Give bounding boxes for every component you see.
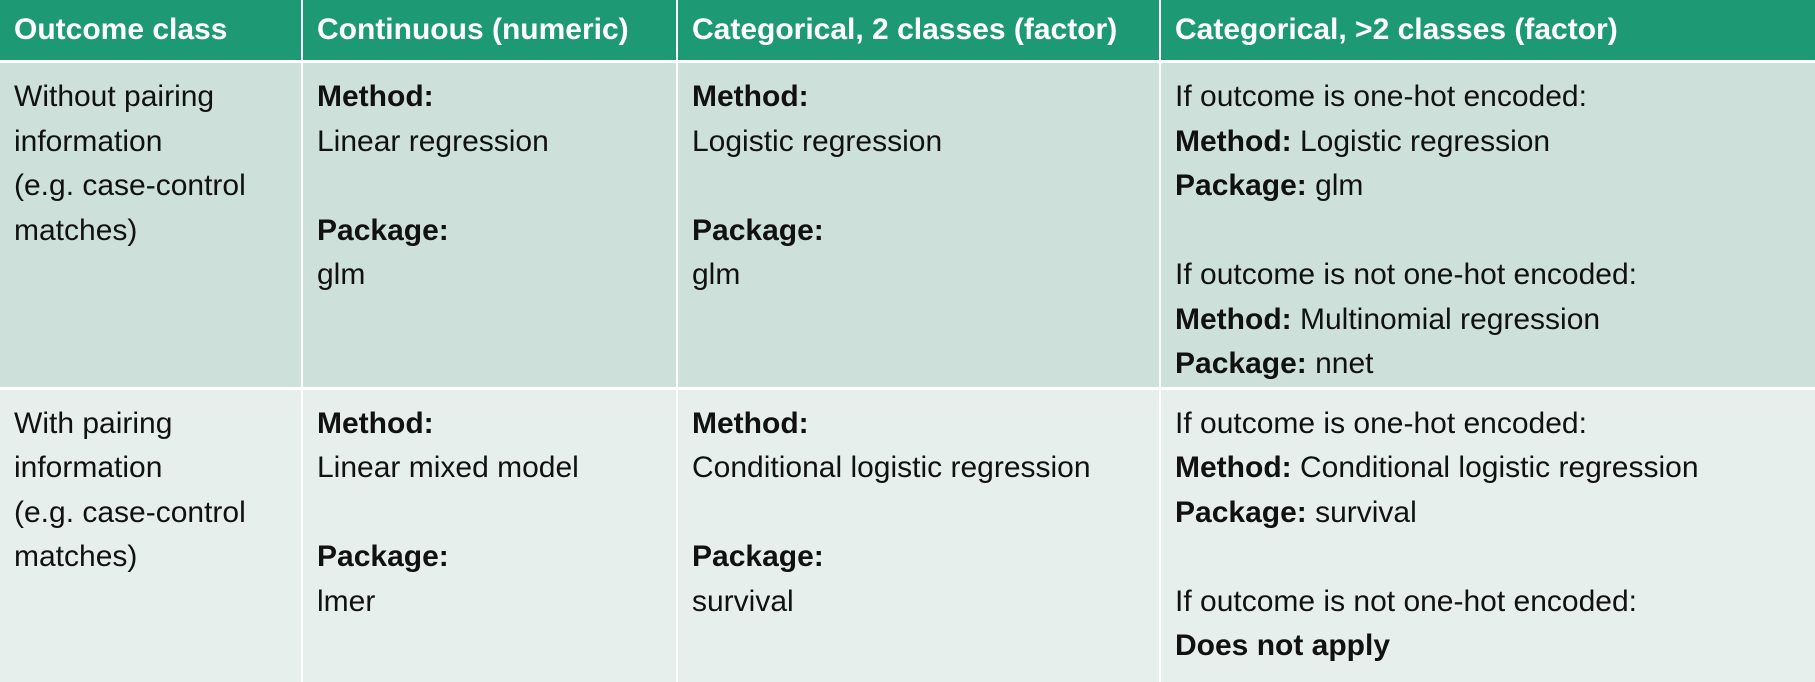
method-value: Linear regression [317,124,549,158]
method-label: Method: [692,80,809,113]
onehot-intro: If outcome is one-hot encoded: [1175,80,1587,113]
method-label: Method: [692,406,809,440]
package-value: glm [1306,169,1364,202]
method-value: Linear mixed model [317,451,579,484]
header-multi-class: Categorical, >2 classes (factor) [1160,0,1815,63]
package-label: Package: [1175,347,1307,380]
continuous-cell: Method: Linear regression Package: glm [302,61,678,390]
two-class-cell: Method: Logistic regression Package: glm [677,61,1161,390]
spacer [317,164,662,209]
method-label: Method: [1175,124,1292,158]
table-row-without-pairing: Without pairing information (e.g. case-c… [0,61,1815,390]
package-label: Package: [1175,169,1307,202]
not-onehot-intro: If outcome is not one-hot encoded: [1175,584,1637,618]
class-line: With pairing [14,406,173,440]
package-label: Package: [317,540,449,573]
not-onehot-intro: If outcome is not one-hot encoded: [1175,258,1637,291]
package-value: nnet [1306,347,1374,380]
not-onehot-method-line: Method: Multinomial regression [1175,298,1801,343]
package-value: glm [317,258,366,291]
outcome-class-cell: Without pairing information (e.g. case-c… [0,61,303,390]
package-value: survival [1306,495,1417,529]
spacer [1175,535,1801,580]
outcome-class-cell: With pairing information (e.g. case-cont… [0,388,303,682]
spacer [1175,209,1801,254]
method-label: Method: [317,80,434,113]
package-label: Package: [692,540,824,573]
header-row: Outcome class Continuous (numeric) Categ… [0,0,1815,63]
multi-class-cell: If outcome is one-hot encoded: Method: L… [1160,61,1815,390]
method-value: Conditional logistic regression [692,451,1091,484]
continuous-cell: Method: Linear mixed model Package: lmer [302,388,678,682]
onehot-package-line: Package: glm [1175,164,1801,209]
class-line: (e.g. case-control [14,169,246,202]
onehot-package-line: Package: survival [1175,491,1801,536]
method-value: Logistic regression [1291,124,1551,158]
spacer [317,491,662,536]
spacer [692,164,1145,209]
package-label: Package: [692,213,824,247]
header-continuous: Continuous (numeric) [302,0,678,63]
not-onehot-package-line: Package: nnet [1175,342,1801,385]
method-value: Conditional logistic regression [1291,451,1699,484]
class-line: matches) [14,213,138,247]
spacer [692,491,1145,536]
package-value: survival [692,584,794,618]
header-two-class: Categorical, 2 classes (factor) [677,0,1161,63]
package-label: Package: [1175,495,1307,529]
class-line: information [14,124,163,158]
package-value: lmer [317,584,376,618]
header-outcome-class: Outcome class [0,0,303,63]
class-line: (e.g. case-control [14,495,246,529]
class-line: Without pairing [14,80,215,113]
class-line: matches) [14,540,138,573]
onehot-method-line: Method: Logistic regression [1175,120,1801,165]
method-label: Method: [1175,451,1292,484]
not-onehot-result: Does not apply [1175,629,1391,662]
onehot-intro: If outcome is one-hot encoded: [1175,406,1587,440]
table-row-with-pairing: With pairing information (e.g. case-cont… [0,388,1815,682]
onehot-method-line: Method: Conditional logistic regression [1175,446,1801,491]
method-label: Method: [317,406,434,440]
package-value: glm [692,258,741,291]
method-label: Method: [1175,302,1292,336]
multi-class-cell: If outcome is one-hot encoded: Method: C… [1160,388,1815,682]
package-label: Package: [317,213,449,247]
two-class-cell: Method: Conditional logistic regression … [677,388,1161,682]
method-value: Logistic regression [692,124,943,158]
method-value: Multinomial regression [1291,302,1601,336]
class-line: information [14,451,163,484]
